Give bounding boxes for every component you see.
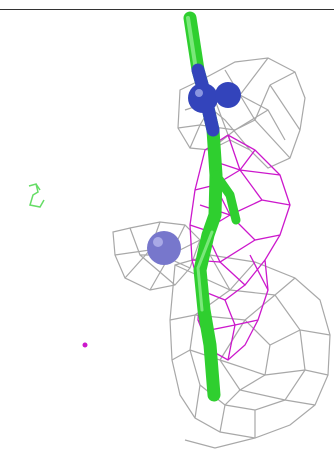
green-mesh-fragment: [28, 183, 45, 208]
top-rule: [0, 9, 334, 10]
magenta-dot: [82, 342, 88, 348]
water-sphere: [147, 231, 181, 265]
gray-mesh-lower: [169, 254, 331, 449]
nitrogen-atoms: [188, 63, 241, 137]
